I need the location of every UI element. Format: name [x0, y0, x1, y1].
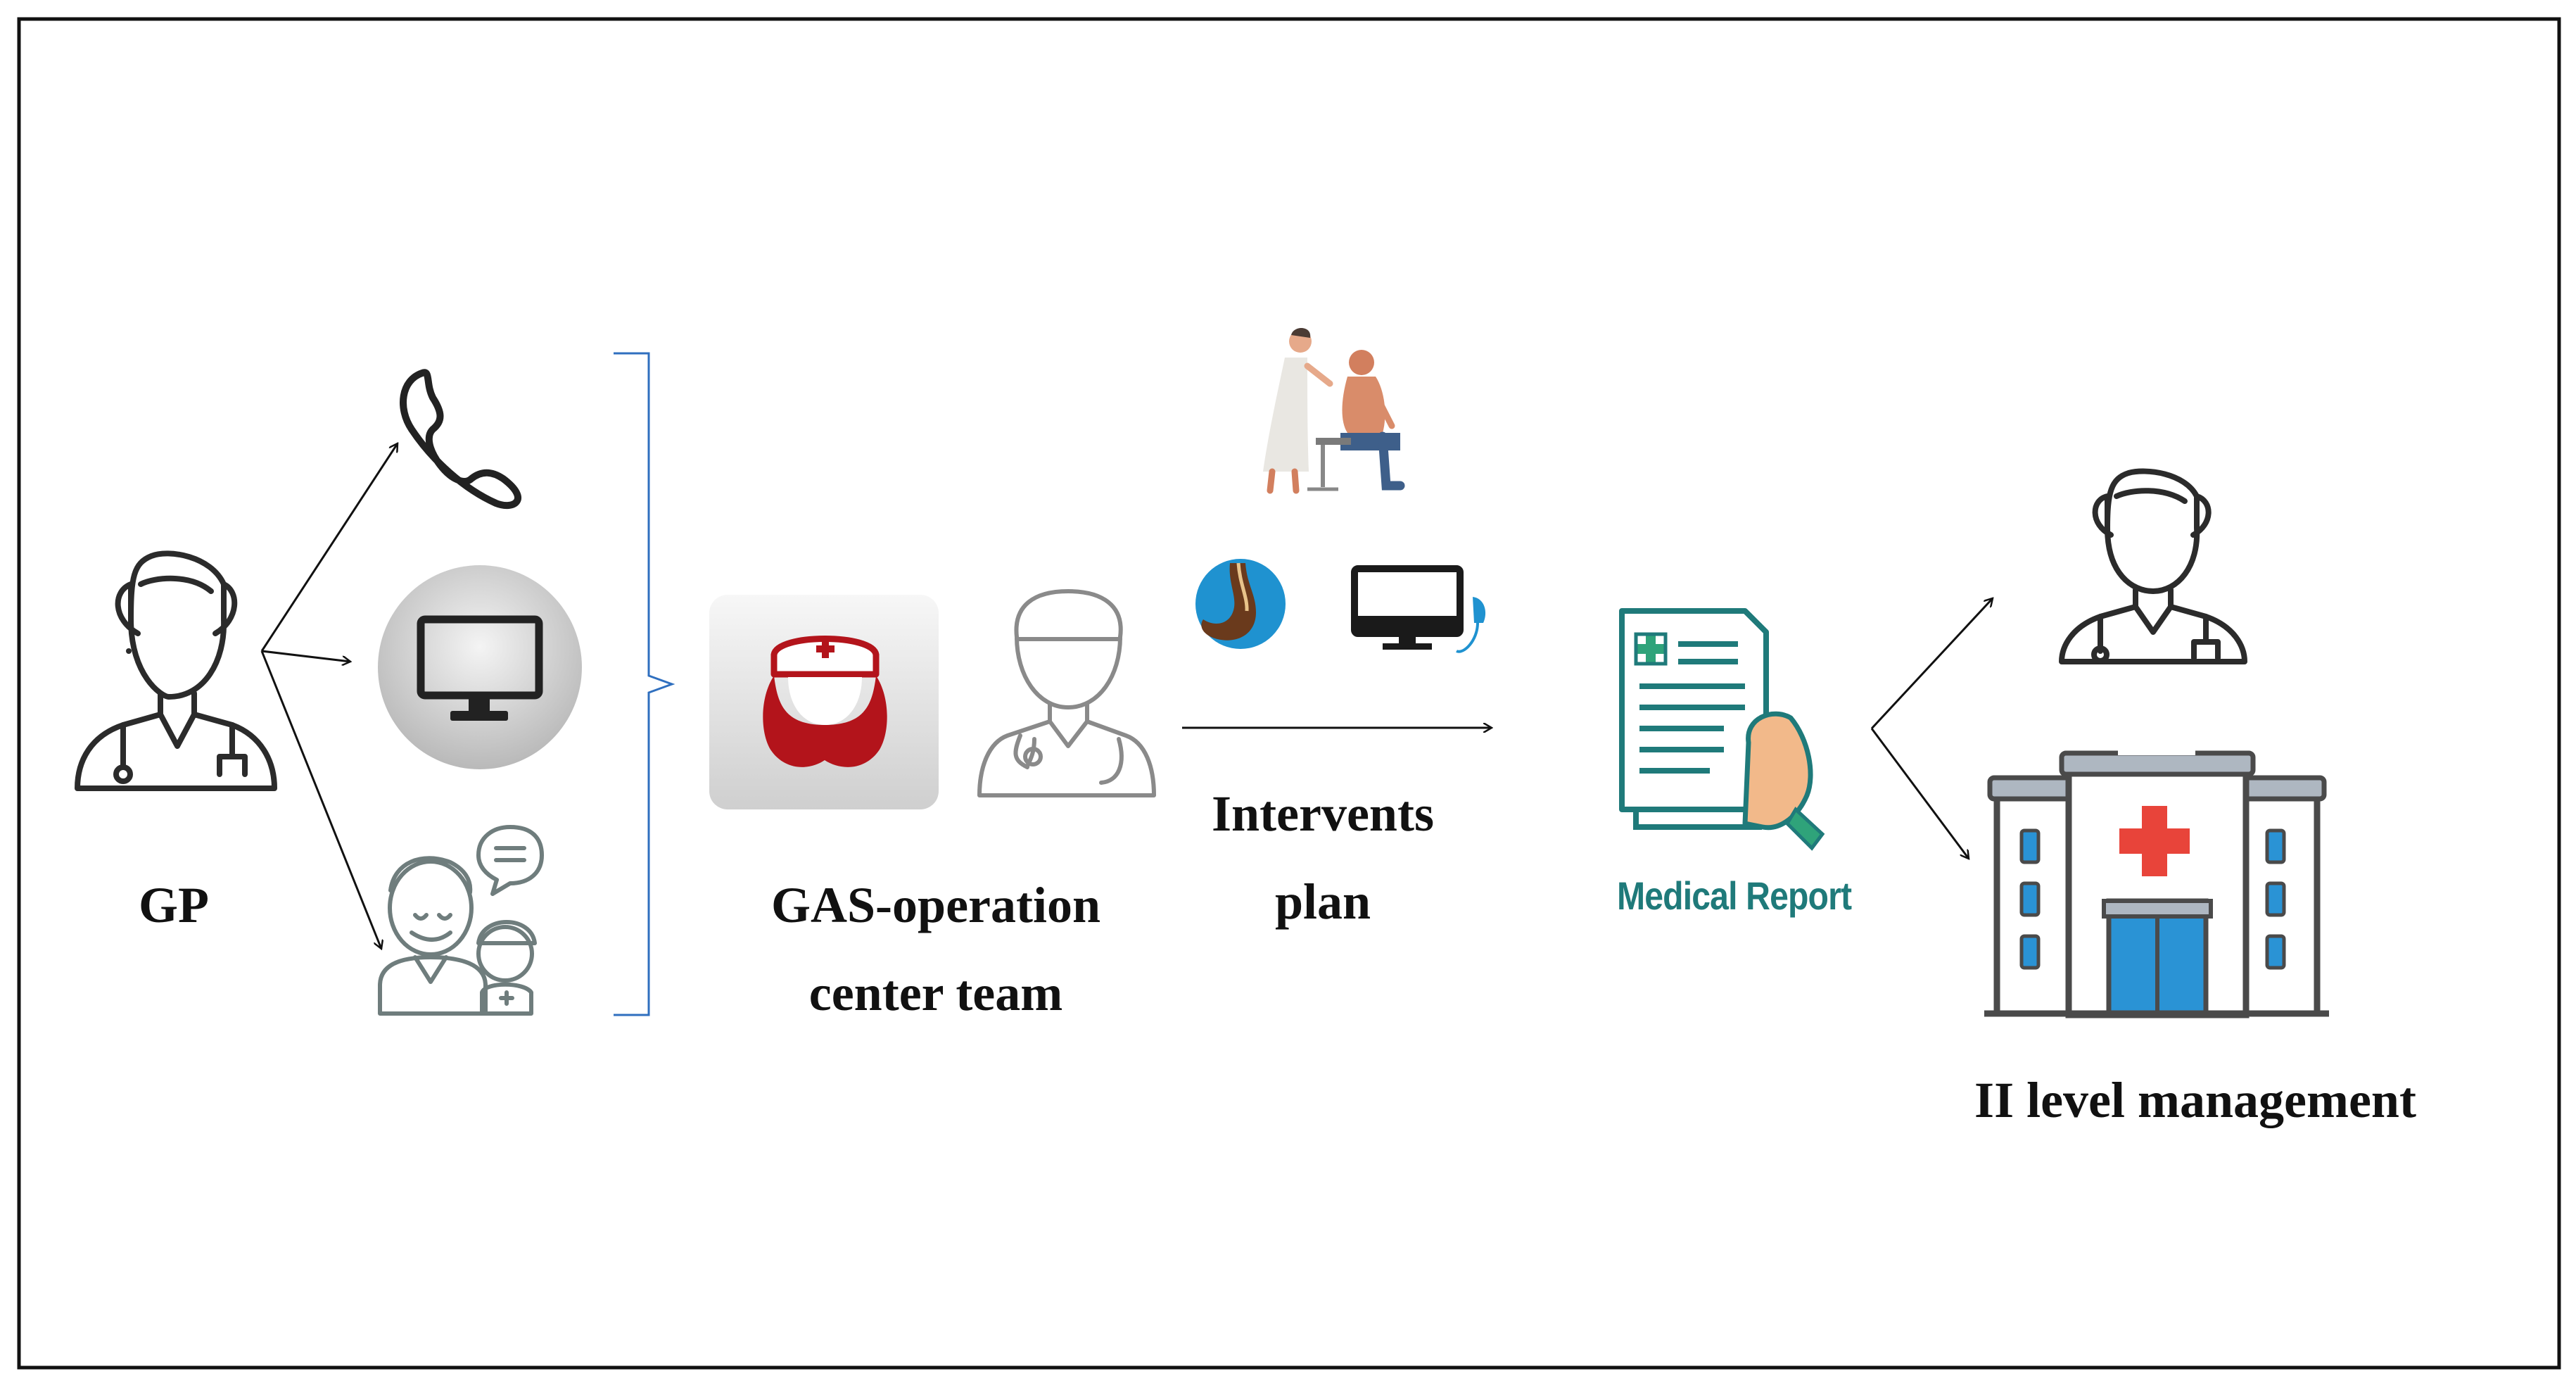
grouping-bracket [614, 352, 675, 1016]
doctor-outline-icon [2059, 468, 2247, 664]
doctor-nurse-consultation-icon [378, 825, 544, 1016]
gp-label: GP [139, 877, 209, 933]
doctor-stethoscope-icon [977, 589, 1156, 797]
medical-report-label: Medical Report [1617, 873, 1852, 918]
phone-icon [400, 369, 521, 510]
second-level-label: II level management [1974, 1072, 2416, 1128]
monitor-icon [378, 565, 582, 769]
intervents-label-line1: Intervents [1212, 786, 1434, 842]
ultrasound-monitor-icon [1351, 565, 1486, 653]
hospital-icon [1984, 736, 2329, 1018]
arrow-report-to-hospital [1870, 728, 1969, 859]
arrow-gp-to-monitor [261, 650, 350, 662]
stomach-icon [1195, 559, 1286, 649]
arrow-gp-to-consult [260, 650, 381, 949]
intervents-label-line2: plan [1274, 873, 1371, 930]
outer-frame [17, 17, 2561, 1370]
gas-team-label-line2: center team [808, 965, 1063, 1021]
physical-examination-icon [1263, 327, 1405, 494]
medical-report-icon [1619, 608, 1825, 851]
arrow-report-to-gp [1870, 598, 1993, 730]
gp-doctor-icon [75, 550, 277, 791]
gas-team-label-line1: GAS-operation [771, 877, 1100, 933]
nurse-icon [709, 595, 939, 809]
arrow-gp-to-phone [260, 443, 398, 652]
